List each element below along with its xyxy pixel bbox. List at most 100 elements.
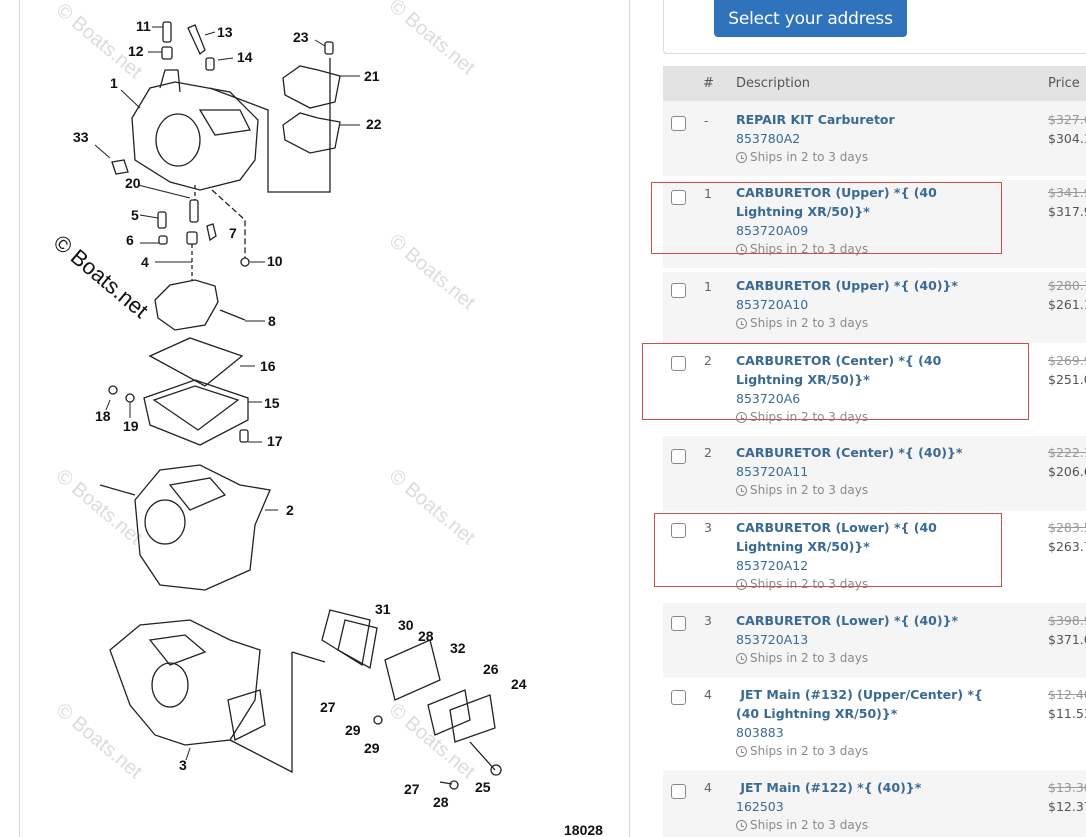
svg-text:6: 6: [126, 232, 134, 248]
svg-text:28: 28: [418, 628, 434, 644]
shipping-info: Ships in 2 to 3 days: [736, 742, 998, 761]
svg-text:24: 24: [511, 676, 527, 692]
svg-text:22: 22: [366, 116, 382, 132]
svg-text:5: 5: [131, 207, 139, 223]
watermark-group: © Boats.net © Boats.net © Boats.net © Bo…: [49, 0, 480, 783]
svg-text:© Boats.net: © Boats.net: [52, 0, 147, 83]
svg-text:19: 19: [123, 418, 139, 434]
shipping-info: Ships in 2 to 3 days: [736, 575, 998, 594]
list-price: $341.9: [1048, 185, 1086, 200]
part-number: 853720A09: [736, 223, 809, 238]
part-title-link[interactable]: CARBURETOR (Center) *{ (40 Lightning XR/…: [736, 353, 942, 387]
clock-icon: [736, 244, 747, 255]
table-row: 3 CARBURETOR (Lower) *{ (40)}* 853720A13…: [663, 603, 1086, 678]
sale-price: $371.0: [1048, 632, 1086, 647]
price-cell: $283.5 $263.7: [1048, 518, 1086, 556]
clock-icon: [736, 152, 747, 163]
diagram-ref-number: 1: [704, 279, 712, 294]
price-cell: $341.9 $317.9: [1048, 183, 1086, 221]
svg-text:17: 17: [267, 433, 283, 449]
part-title-link[interactable]: REPAIR KIT Carburetor: [736, 112, 895, 127]
part-number: 853720A10: [736, 297, 809, 312]
shipping-info: Ships in 2 to 3 days: [736, 314, 998, 333]
diagram-ref-number: 4: [704, 780, 712, 795]
row-select-checkbox[interactable]: [671, 690, 686, 705]
svg-text:2: 2: [286, 502, 294, 518]
svg-text:7: 7: [229, 225, 237, 241]
part-description: JET Main (#132) (Upper/Center) *{ (40 Li…: [736, 685, 998, 761]
table-row: 2 CARBURETOR (Center) *{ (40 Lightning X…: [663, 343, 1086, 436]
list-price: $327.6: [1048, 112, 1086, 127]
svg-text:29: 29: [345, 722, 361, 738]
part-title-link[interactable]: CARBURETOR (Lower) *{ (40)}*: [736, 613, 959, 628]
price-cell: $280.7 $261.1: [1048, 276, 1086, 314]
table-row: 4 JET Main (#122) *{ (40)}* 162503 Ships…: [663, 770, 1086, 837]
clock-icon: [736, 746, 747, 757]
clock-icon: [736, 485, 747, 496]
svg-text:4: 4: [141, 254, 149, 270]
part-description: CARBURETOR (Center) *{ (40)}* 853720A11 …: [736, 443, 998, 500]
list-price: $12.40: [1048, 687, 1086, 702]
svg-text:20: 20: [125, 175, 141, 191]
row-select-checkbox[interactable]: [671, 356, 686, 371]
list-price: $398.9: [1048, 613, 1086, 628]
row-select-checkbox[interactable]: [671, 283, 686, 298]
svg-text:11: 11: [136, 18, 151, 34]
price-cell: $12.40 $11.53: [1048, 685, 1086, 723]
svg-text:27: 27: [320, 699, 336, 715]
diagram-ref-number: 2: [704, 445, 712, 460]
clock-icon: [736, 412, 747, 423]
row-select-checkbox[interactable]: [671, 116, 686, 131]
clock-icon: [736, 820, 747, 831]
svg-text:21: 21: [364, 68, 380, 84]
part-title-link[interactable]: CARBURETOR (Upper) *{ (40)}*: [736, 278, 958, 293]
part-description: CARBURETOR (Lower) *{ (40 Lightning XR/5…: [736, 518, 998, 594]
carburetor-exploded-diagram: © Boats.net © Boats.net © Boats.net © Bo…: [49, 0, 527, 810]
address-card: Select your address: [663, 0, 1086, 54]
select-address-button[interactable]: Select your address: [714, 0, 907, 37]
part-number: 853720A11: [736, 464, 809, 479]
price-cell: $327.6 $304.1: [1048, 110, 1086, 148]
part-title-link[interactable]: CARBURETOR (Lower) *{ (40 Lightning XR/5…: [736, 520, 937, 554]
diagram-ref-number: -: [704, 113, 709, 128]
shipping-info: Ships in 2 to 3 days: [736, 816, 998, 835]
sale-price: $261.1: [1048, 297, 1086, 312]
part-title-link[interactable]: JET Main (#132) (Upper/Center) *{ (40 Li…: [736, 687, 988, 721]
clock-icon: [736, 579, 747, 590]
row-select-checkbox[interactable]: [671, 616, 686, 631]
panel-divider: [19, 0, 20, 837]
svg-text:© Boats.net: © Boats.net: [385, 699, 480, 783]
table-row: 4 JET Main (#132) (Upper/Center) *{ (40 …: [663, 678, 1086, 770]
figure-number: 18028: [564, 822, 603, 837]
clock-icon: [736, 653, 747, 664]
column-header-price: Price: [1048, 76, 1080, 91]
price-cell: $269.9 $251.0: [1048, 351, 1086, 389]
row-select-checkbox[interactable]: [671, 449, 686, 464]
svg-text:© Boats.net: © Boats.net: [385, 0, 480, 79]
table-row: 1 CARBURETOR (Upper) *{ (40)}* 853720A10…: [663, 268, 1086, 343]
sale-price: $12.37: [1048, 799, 1086, 814]
sale-price: $11.53: [1048, 706, 1086, 721]
list-price: $13.30: [1048, 780, 1086, 795]
part-title-link[interactable]: JET Main (#122) *{ (40)}*: [736, 780, 922, 795]
part-title-link[interactable]: CARBURETOR (Center) *{ (40)}*: [736, 445, 963, 460]
part-number: 853720A6: [736, 391, 801, 406]
svg-text:1: 1: [110, 75, 118, 91]
shipping-info: Ships in 2 to 3 days: [736, 240, 998, 259]
table-row: 2 CARBURETOR (Center) *{ (40)}* 853720A1…: [663, 436, 1086, 511]
table-row: 1 CARBURETOR (Upper) *{ (40 Lightning XR…: [663, 176, 1086, 268]
part-description: JET Main (#122) *{ (40)}* 162503 Ships i…: [736, 778, 998, 835]
parts-diagram-panel: © Boats.net © Boats.net © Boats.net © Bo…: [19, 0, 630, 837]
part-title-link[interactable]: CARBURETOR (Upper) *{ (40 Lightning XR/5…: [736, 185, 937, 219]
parts-list-panel: Select your address # Description Price …: [630, 0, 1086, 837]
shipping-info: Ships in 2 to 3 days: [736, 148, 998, 167]
clock-icon: [736, 318, 747, 329]
row-select-checkbox[interactable]: [671, 784, 686, 799]
svg-text:8: 8: [268, 313, 276, 329]
row-select-checkbox[interactable]: [671, 523, 686, 538]
svg-text:32: 32: [450, 640, 466, 656]
row-select-checkbox[interactable]: [671, 190, 686, 205]
svg-text:10: 10: [267, 253, 283, 269]
diagram-ref-number: 3: [704, 613, 712, 628]
table-header: # Description Price: [663, 66, 1086, 101]
